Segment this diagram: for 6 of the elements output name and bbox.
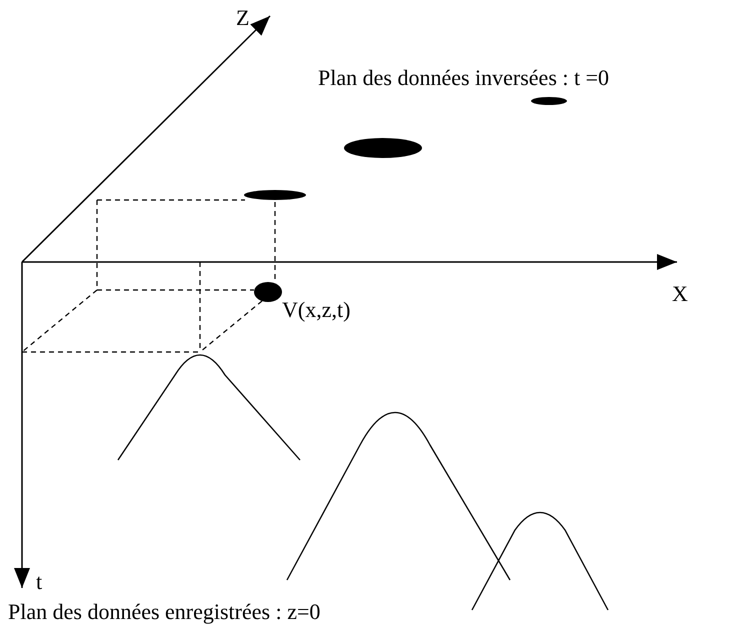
axis-label: Z	[236, 6, 250, 30]
axis-label: X	[672, 282, 688, 306]
point-label: V(x,z,t)	[282, 298, 350, 322]
plane-caption: Plan des données enregistrées : z=0	[8, 600, 320, 624]
axis-label: t	[36, 570, 42, 594]
plane-caption: Plan des données inversées : t =0	[318, 66, 610, 90]
